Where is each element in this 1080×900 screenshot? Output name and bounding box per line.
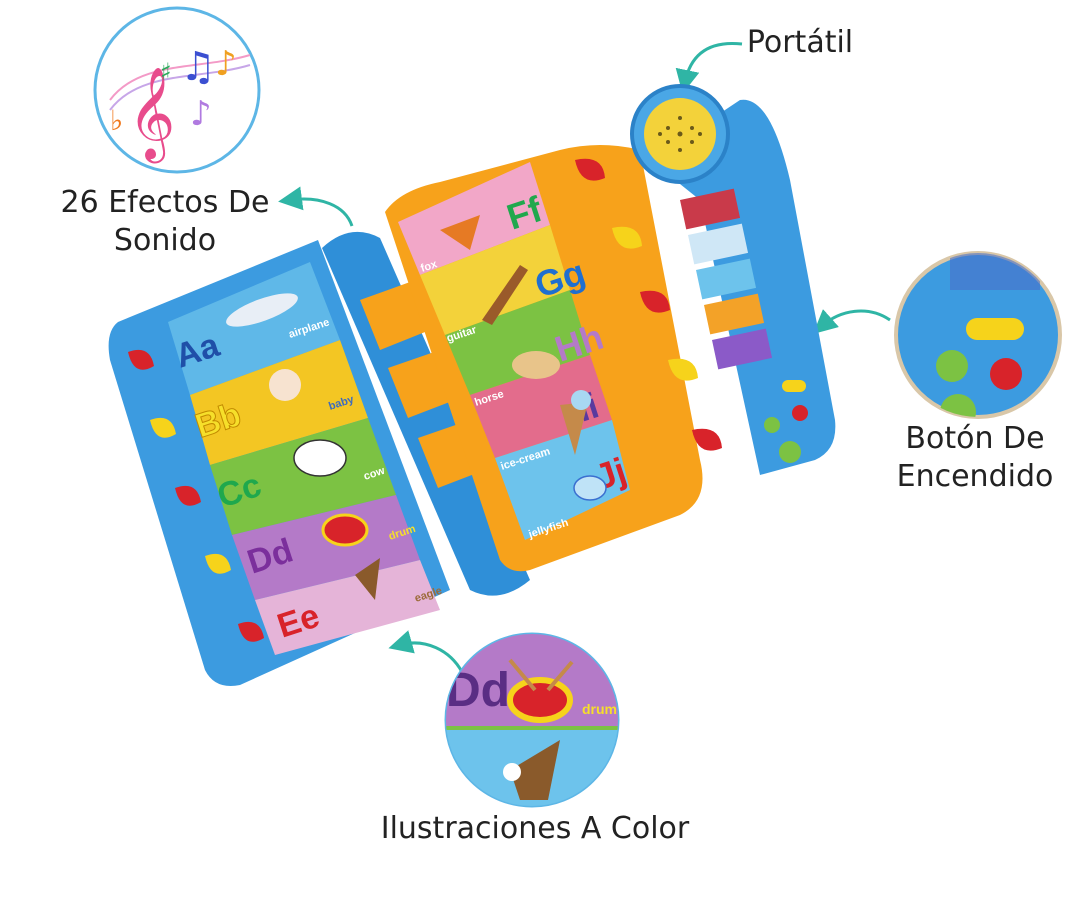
note-icon-purple: ♪ [190,94,212,134]
ice-cream-scoop [571,390,591,410]
illustration-zoom-circle: Dd drum [444,632,620,808]
right-page: Ff Gg Hh Ii Jj fox guitar horse ice-crea… [398,162,631,541]
cow-picture [293,439,347,477]
illustrations-arrow [388,630,464,673]
word-fox: fox [419,258,439,275]
power-arrow [813,309,891,334]
horse-picture [512,351,560,379]
power-zoom-circle [894,251,1062,419]
sound-effects-arrow [278,186,354,227]
portable-arrow [675,41,743,94]
music-notes-circle: 𝄞 ♫ ♪ ♪ ♭ ♯ [93,6,261,174]
ice-cream-picture [560,402,588,455]
power-line1: Botón De [905,421,1045,456]
note-icon-blue: ♫ [180,44,216,90]
power-line2: Encendido [896,459,1054,494]
airplane-picture [226,293,298,327]
panel-cards [679,188,773,370]
jellyfish-picture [573,475,607,501]
sharp-icon: ♯ [160,58,172,86]
left-page: Aa Bb Cc Dd Ee airplane baby cow drum ea… [168,262,444,655]
portable-label: Portátil [746,25,854,60]
flat-icon: ♭ [110,104,123,137]
eagle-picture [355,558,380,600]
note-icon-orange: ♪ [215,44,237,84]
speaker-grille [630,84,730,184]
sound-effects-line2: Sonido [113,223,217,258]
illustrations-label: Ilustraciones A Color [380,811,690,846]
treble-clef-icon: 𝄞 [128,66,175,163]
red-button [792,405,808,421]
volume-switch [782,380,806,392]
zoom-word-drum: drum [582,701,617,717]
sound-effects-line1: 26 Efectos De [60,185,270,220]
fox-picture [440,215,480,250]
baby-picture [269,369,301,401]
light-button [764,417,780,433]
drum-picture [321,513,369,547]
left-side-buttons [128,349,264,642]
guitar-picture [482,265,528,325]
right-side-buttons [575,158,722,451]
power-button [779,441,801,463]
sound-effects-label: 26 Efectos De Sonido [50,184,280,260]
zoom-letter-dd: Dd [446,664,510,717]
power-button-label: Botón De Encendido [885,420,1065,496]
